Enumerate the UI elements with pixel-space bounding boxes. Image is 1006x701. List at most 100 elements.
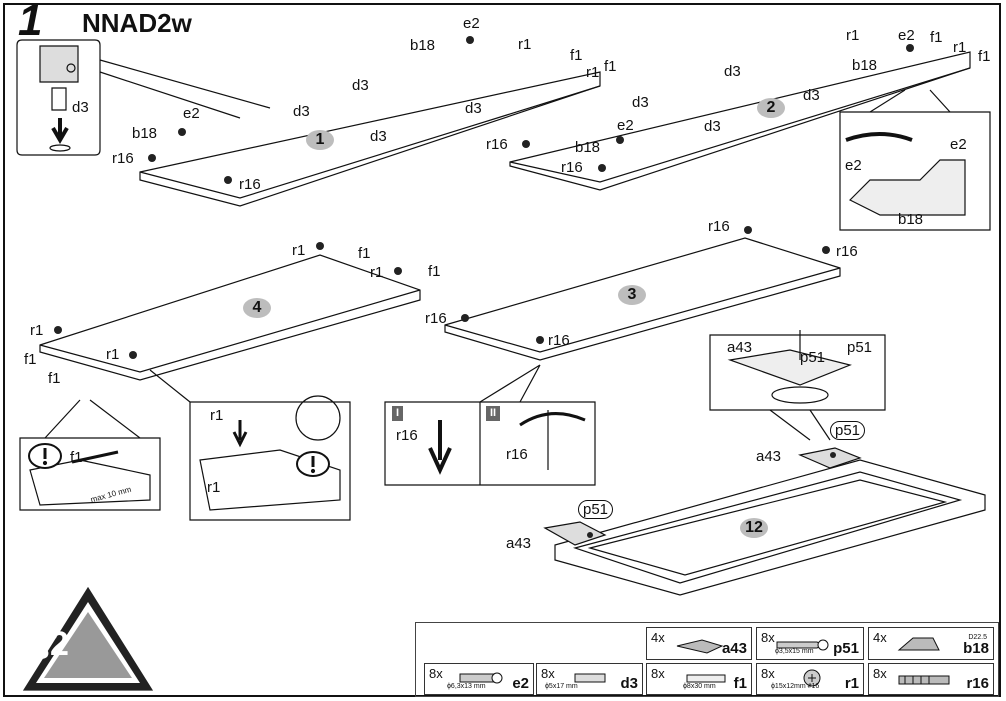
legend-spec: ϕ6,3x13 mm: [447, 683, 486, 690]
legend-code: b18: [963, 640, 989, 657]
label-r16: r16: [506, 446, 528, 463]
label-d3: d3: [803, 87, 820, 104]
parts-legend: 4x a43 8x ϕ3,5x15 mm p51 4x D22.5 b18 8x…: [415, 622, 999, 697]
label-e2: e2: [617, 117, 634, 134]
legend-item-b18: 4x D22.5 b18: [868, 627, 994, 660]
legend-qty: 8x: [541, 666, 555, 681]
detail-box-r1: [189, 401, 351, 521]
step-I-tag: I: [392, 406, 404, 421]
hinge-cup-icon: [897, 637, 940, 651]
label-e2: e2: [183, 105, 200, 122]
legend-code: e2: [512, 675, 529, 692]
legend-item-r1: 8x ϕ15x12mm #16 r1: [756, 663, 864, 695]
panel-2-outline: [509, 51, 971, 191]
label-f1: f1: [930, 29, 943, 46]
legend-qty: 8x: [873, 666, 887, 681]
label-r16: r16: [708, 218, 730, 235]
label-f1: f1: [428, 263, 441, 280]
legend-code: f1: [733, 675, 747, 692]
hinge-icon: [676, 639, 724, 654]
cam-lock-icon: [803, 669, 821, 687]
rotate-arrow-icon: [845, 132, 913, 142]
label-d3: d3: [724, 63, 741, 80]
cam-bolt-icon: [898, 675, 950, 685]
label-b18: b18: [575, 139, 601, 156]
legend-item-a43: 4x a43: [646, 627, 752, 660]
label-f1: f1: [24, 351, 37, 368]
legend-item-e2: 8x ϕ6,3x13 mm e2: [424, 663, 534, 695]
step-number: 1: [18, 0, 43, 45]
legend-code: a43: [721, 640, 747, 657]
legend-qty: 8x: [429, 666, 443, 681]
label-r1: r1: [292, 242, 306, 259]
pin-icon: [574, 673, 606, 683]
label-r16: r16: [396, 427, 418, 444]
label-b18: b18: [852, 57, 878, 74]
detail-box-d3: [16, 39, 101, 156]
label-r16: r16: [836, 243, 858, 260]
panel-1-outline: [139, 71, 601, 207]
model-code: NNAD2w: [82, 8, 192, 38]
legend-spec: ϕ5x17 mm: [545, 683, 578, 690]
label-r1: r1: [210, 407, 224, 424]
label-r1: r1: [518, 36, 532, 53]
label-p51: p51: [800, 349, 826, 366]
label-r1: r1: [846, 27, 860, 44]
panel-number-1: 1: [306, 130, 334, 150]
legend-item-d3: 8x ϕ5x17 mm d3: [536, 663, 643, 695]
label-r1: r1: [30, 322, 44, 339]
legend-item-p51: 8x ϕ3,5x15 mm p51: [756, 627, 864, 660]
dowel-icon: [686, 674, 726, 683]
label-d3: d3: [465, 100, 482, 117]
label-b18: b18: [410, 37, 436, 54]
label-b18: b18: [132, 125, 158, 142]
label-r16: r16: [561, 159, 583, 176]
legend-spec: D22.5: [968, 634, 987, 641]
step-II-tag: II: [486, 406, 501, 421]
legend-item-f1: 8x ϕ8x30 mm f1: [646, 663, 752, 695]
label-b18: b18: [898, 211, 924, 228]
label-a43: a43: [756, 448, 782, 465]
panel-number-12: 12: [740, 518, 768, 538]
label-d3: d3: [352, 77, 369, 94]
legend-code: r1: [844, 675, 859, 692]
label-a43: a43: [727, 339, 753, 356]
panel-number-2: 2: [757, 98, 785, 118]
panel-number-3: 3: [618, 285, 646, 305]
label-e2: e2: [463, 15, 480, 32]
screw-icon: [776, 639, 829, 651]
legend-spec: ϕ8x30 mm: [683, 683, 716, 690]
detail-box-b18: [839, 111, 991, 231]
label-p51: p51: [578, 500, 614, 519]
label-f1: f1: [570, 47, 583, 64]
detail-box-a43: [709, 334, 886, 411]
legend-item-r16: 8x r16: [868, 663, 994, 695]
exclamation-icon: [28, 443, 62, 469]
legend-qty: 4x: [873, 630, 887, 645]
label-e2: e2: [898, 27, 915, 44]
legend-code: d3: [620, 675, 638, 692]
label-d3: d3: [704, 118, 721, 135]
detail-box-r16: [384, 401, 596, 486]
euro-screw-icon: [459, 672, 503, 684]
label-r1: r1: [953, 39, 967, 56]
label-d3: d3: [293, 103, 310, 120]
label-r16: r16: [239, 176, 261, 193]
down-arrow-icon: [51, 118, 69, 144]
label-e2: e2: [845, 157, 862, 174]
label-e2: e2: [950, 136, 967, 153]
legend-qty: 8x: [651, 666, 665, 681]
label-r16: r16: [548, 332, 570, 349]
label-f1: f1: [358, 245, 371, 262]
legend-code: p51: [833, 640, 859, 657]
exclamation-icon: [296, 451, 330, 477]
label-p51: p51: [847, 339, 873, 356]
label-f1: f1: [70, 449, 83, 466]
legend-spec: ϕ3,5x15 mm: [775, 648, 814, 655]
legend-qty: 4x: [651, 630, 665, 645]
panel-number-4: 4: [243, 298, 271, 318]
legend-code: r16: [966, 675, 989, 692]
label-r16: r16: [112, 150, 134, 167]
label-f1: f1: [604, 58, 617, 75]
label-d3: d3: [370, 128, 387, 145]
